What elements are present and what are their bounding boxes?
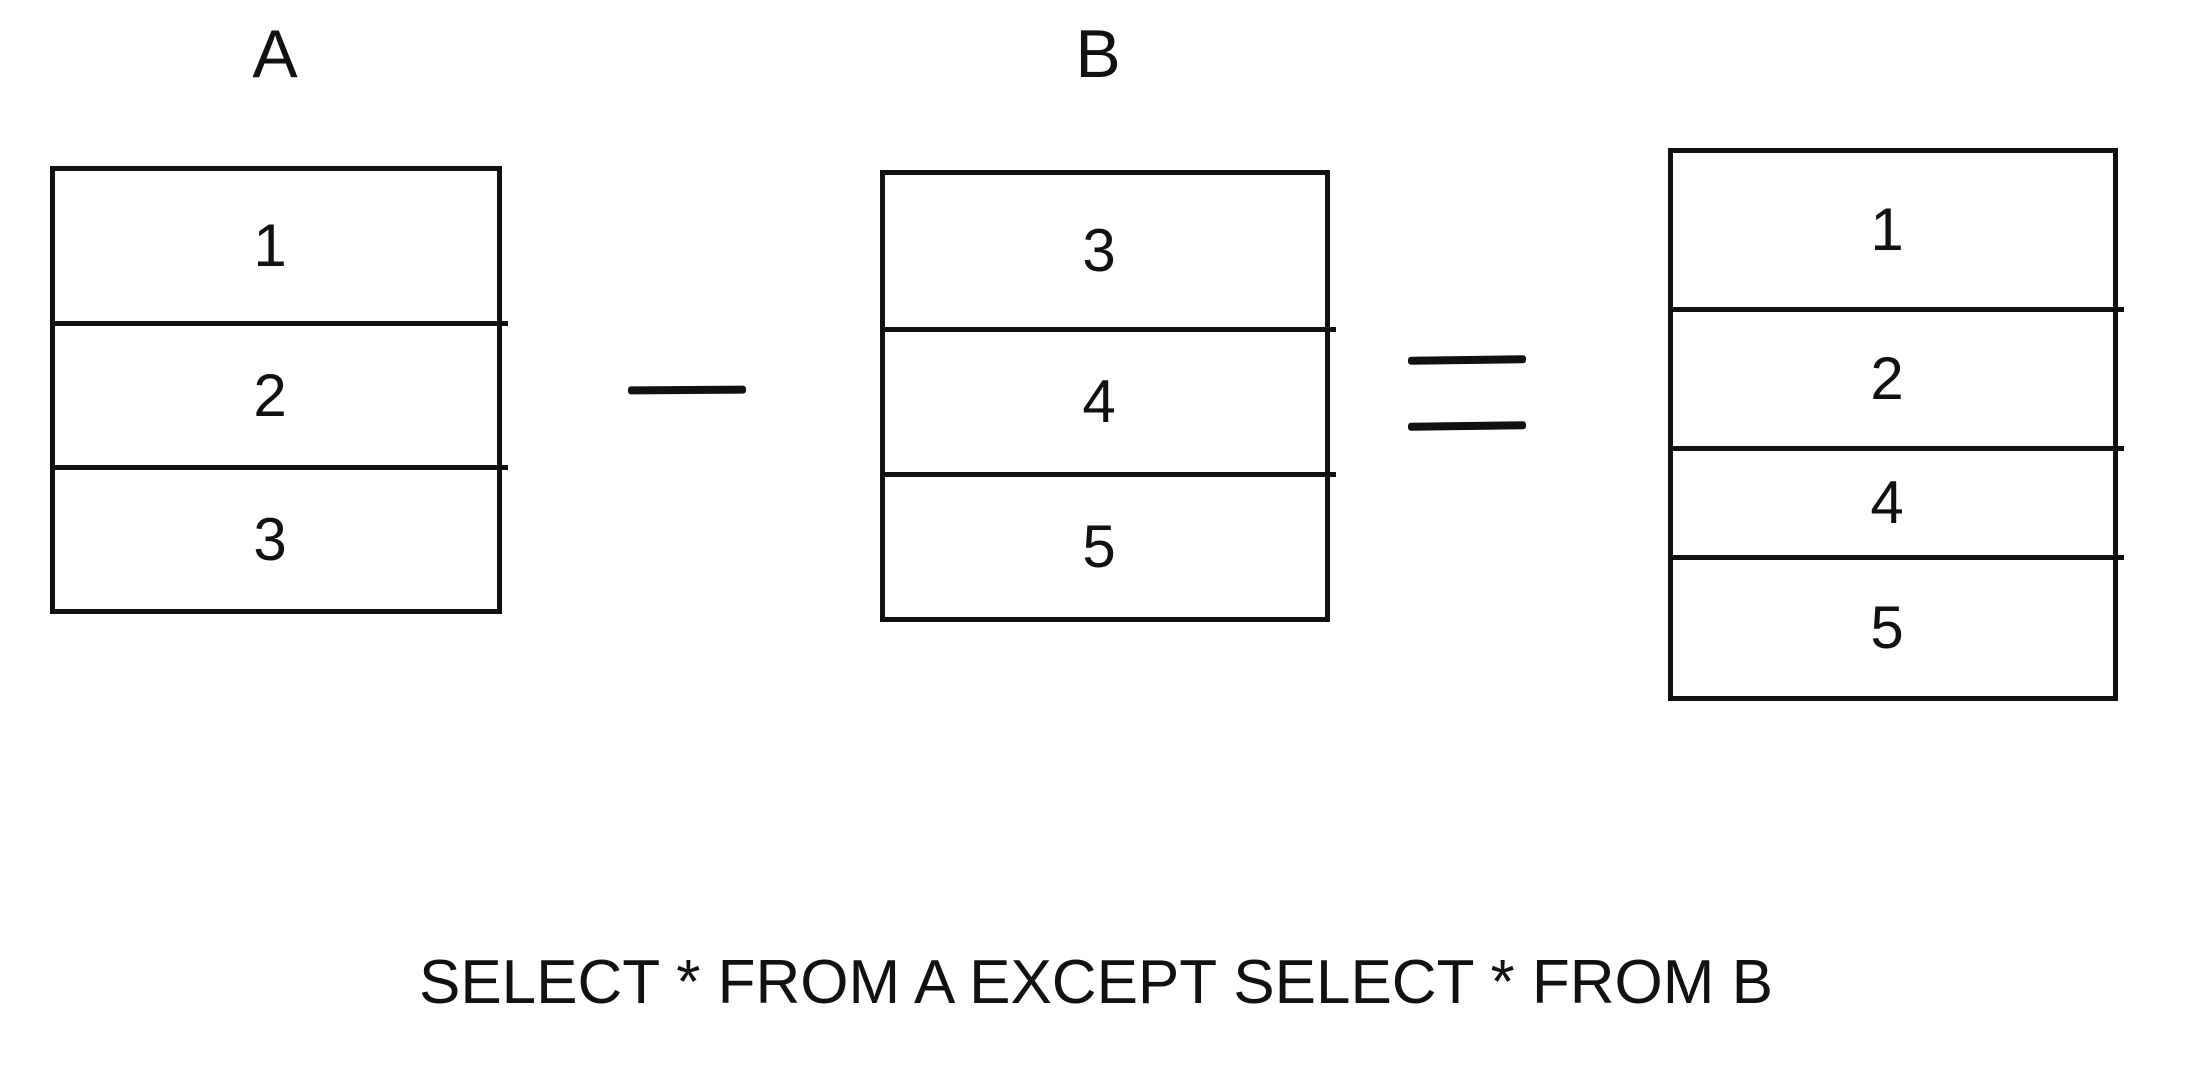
cell-value: 1	[1870, 196, 1904, 263]
table-row: 5	[885, 472, 1336, 617]
cell-value: 2	[253, 361, 287, 429]
equals-bar-bottom	[1407, 421, 1527, 431]
cell-value: 3	[253, 505, 287, 573]
equals-bar-top	[1407, 355, 1527, 365]
cell-value: 5	[1082, 513, 1116, 580]
table-row: 3	[885, 175, 1325, 327]
cell-value: 1	[253, 212, 287, 279]
cell-value: 4	[1870, 469, 1904, 536]
cell-value: 5	[1870, 594, 1904, 661]
table-row: 2	[55, 321, 508, 465]
cell-value: 4	[1082, 368, 1116, 435]
sql-caption: SELECT * FROM A EXCEPT SELECT * FROM B	[418, 948, 1774, 1017]
cell-value: 2	[1870, 345, 1904, 412]
table-row: 4	[1673, 446, 2124, 555]
table-row: 2	[1673, 307, 2124, 446]
table-result: 1 2 4 5	[1668, 148, 2124, 701]
table-row: 1	[1673, 153, 2113, 307]
table-b: 3 4 5	[880, 170, 1336, 622]
table-a: 1 2 3	[50, 166, 508, 614]
minus-bar	[627, 385, 747, 395]
table-b-label: B	[1075, 16, 1121, 92]
cell-value: 3	[1082, 217, 1116, 284]
table-row: 5	[1673, 555, 2124, 696]
table-a-label: A	[252, 16, 298, 92]
table-row: 1	[55, 171, 497, 321]
equals-operator	[1407, 352, 1538, 442]
table-row: 4	[885, 327, 1336, 472]
table-row: 3	[55, 465, 508, 609]
minus-operator	[627, 380, 748, 400]
